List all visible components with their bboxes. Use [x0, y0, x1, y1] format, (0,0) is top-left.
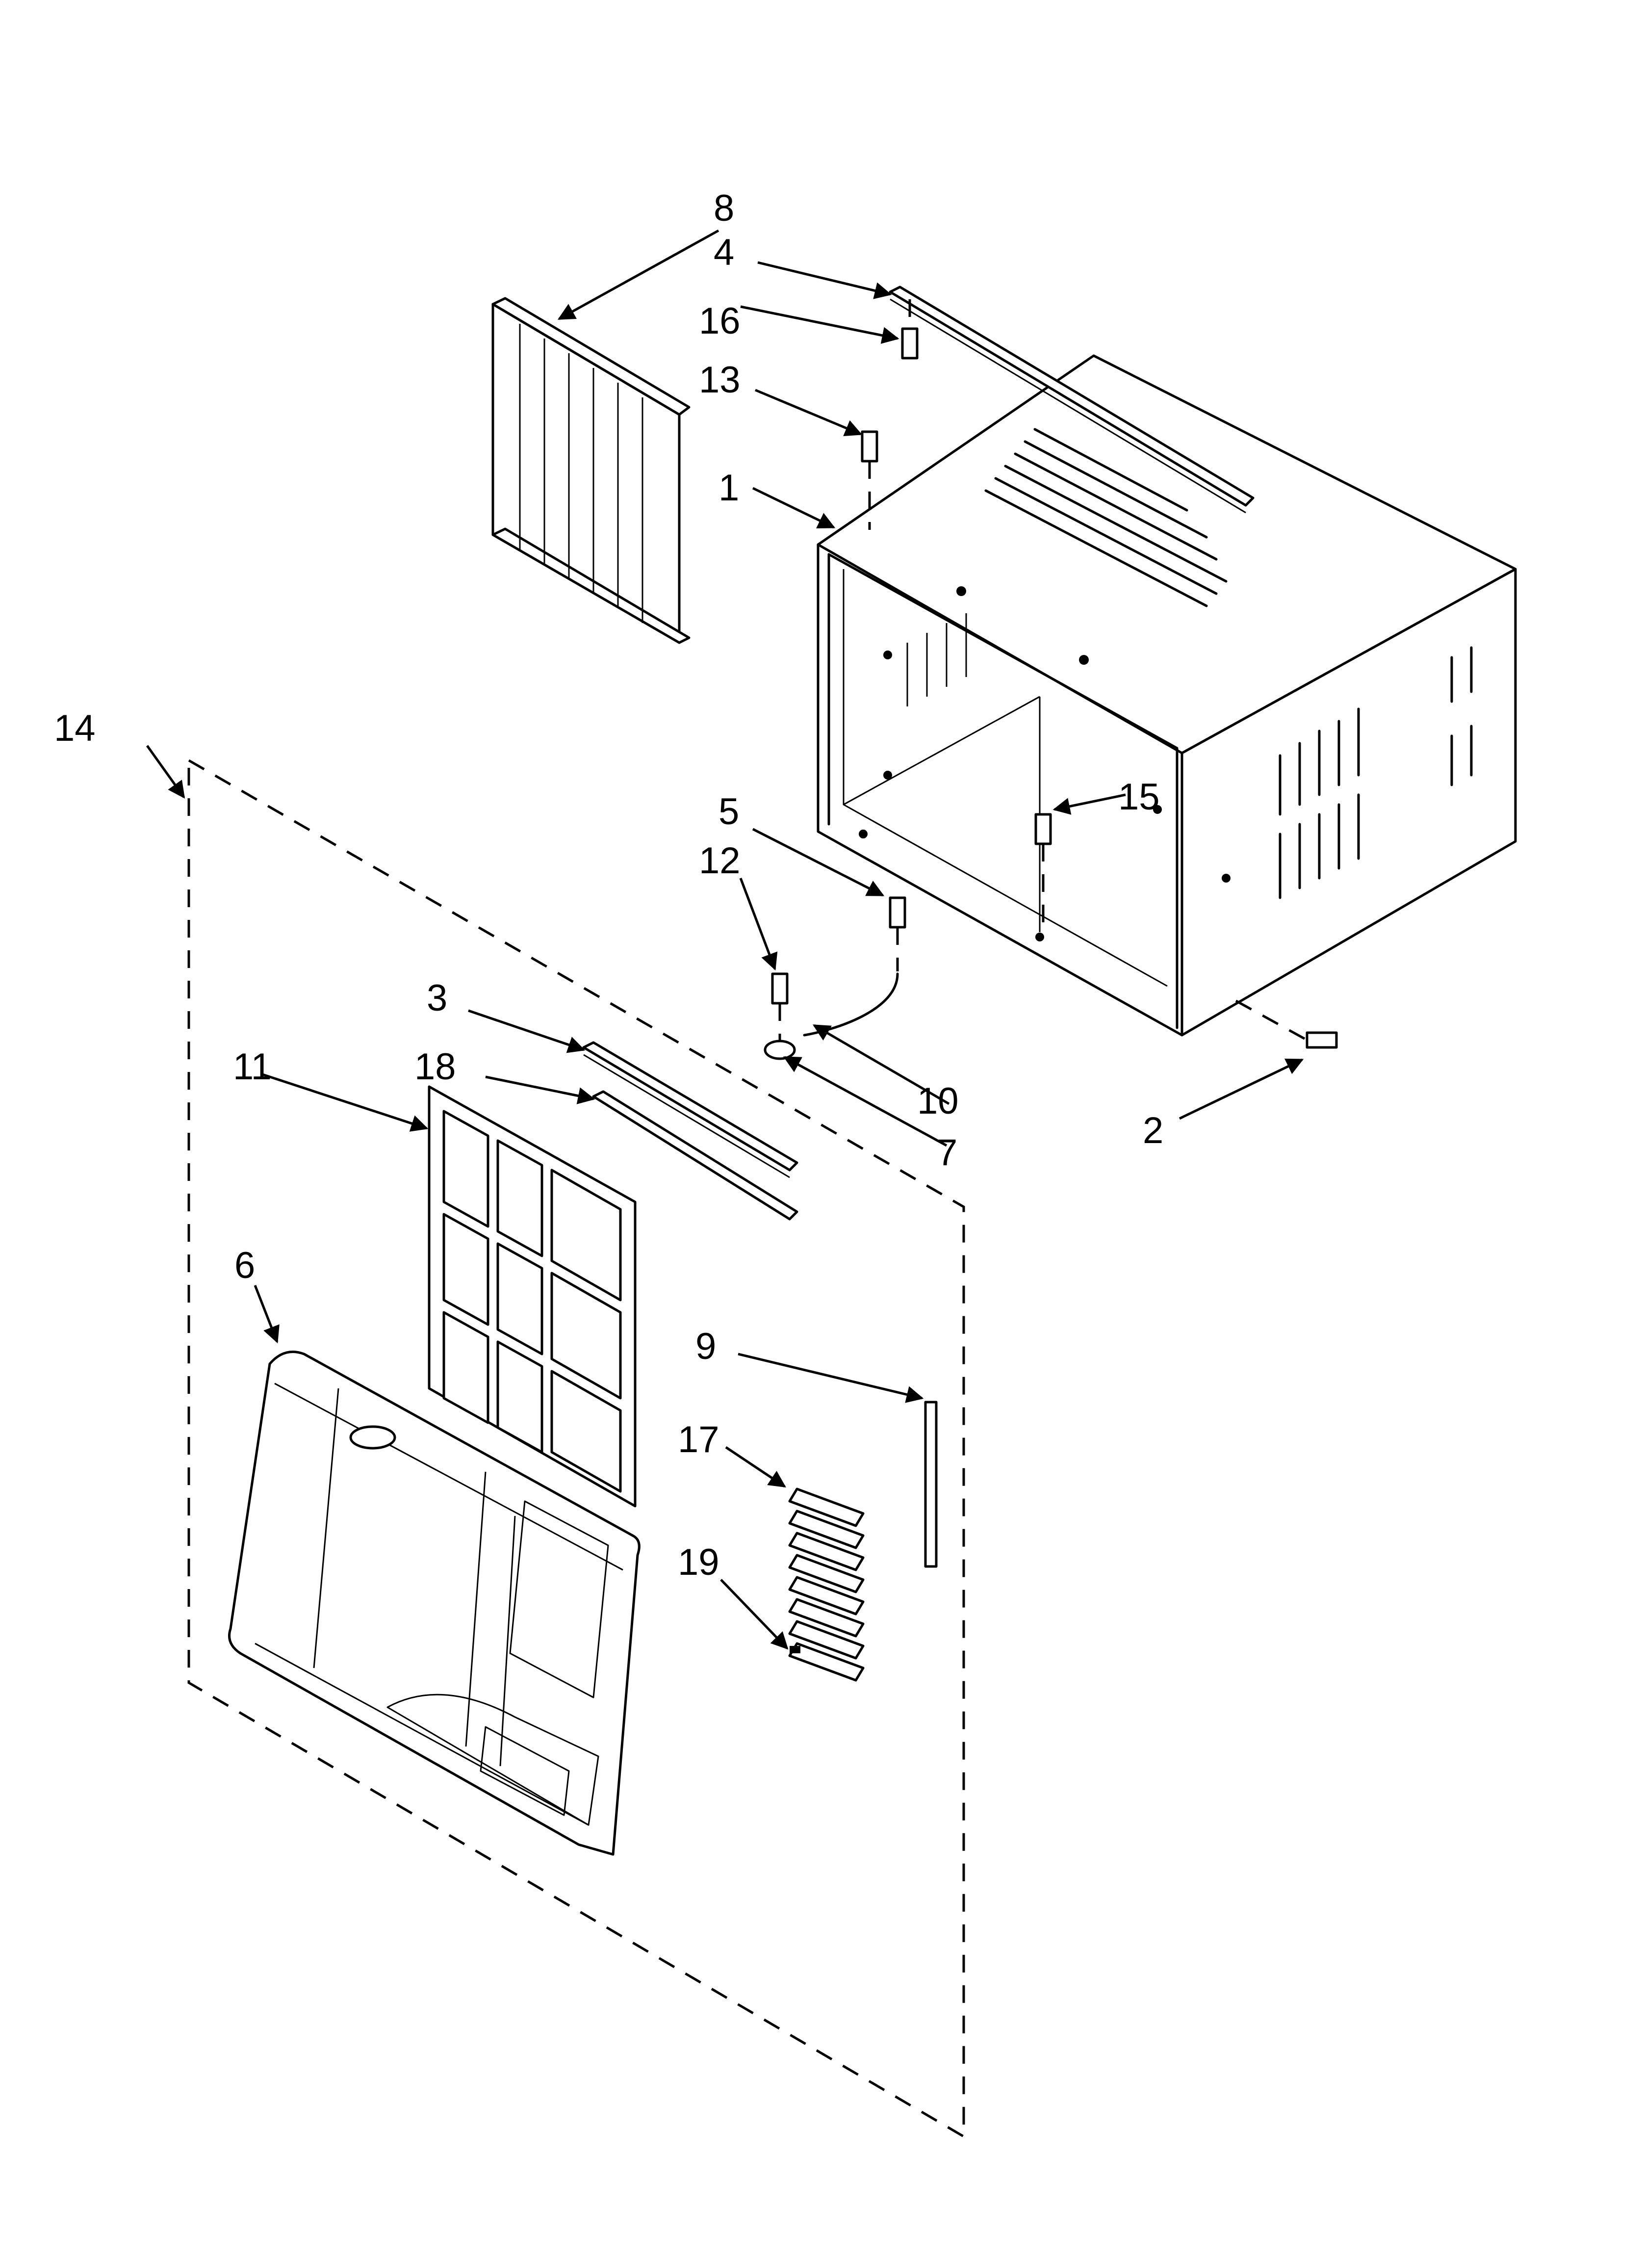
callout-9: 9	[695, 1326, 716, 1367]
callout-19: 19	[678, 1541, 719, 1583]
screw-2	[1235, 999, 1338, 1049]
leader-arrows	[146, 229, 1304, 1650]
callout-13: 13	[699, 359, 741, 401]
callout-17: 17	[678, 1419, 719, 1460]
callout-1: 1	[718, 467, 739, 509]
callout-4: 4	[714, 232, 734, 273]
side-curtain	[491, 297, 691, 644]
bracket-18	[592, 1090, 798, 1221]
screw-16	[901, 299, 919, 360]
callout-16: 16	[699, 300, 741, 342]
callout-7: 7	[937, 1132, 957, 1173]
callout-10: 10	[917, 1080, 959, 1122]
cabinet-wrapper	[817, 354, 1517, 1037]
callout-14: 14	[54, 707, 96, 749]
ground-wire	[803, 972, 899, 1037]
top-louvers	[984, 428, 1228, 607]
top-rail	[889, 286, 1255, 507]
callout-12: 12	[699, 840, 741, 882]
callout-labels: 8 4 16 13 1 14 5 15 12 3 18 11 10 2 7 6 …	[54, 187, 1163, 1583]
front-grille	[228, 1351, 641, 1856]
screw-5	[889, 896, 906, 971]
filter	[428, 1085, 637, 1508]
callout-2: 2	[1143, 1110, 1163, 1151]
callout-3: 3	[427, 977, 447, 1019]
callout-6: 6	[234, 1245, 255, 1286]
screw-15	[1034, 813, 1052, 932]
strip-9	[924, 1401, 938, 1568]
rail-3	[582, 1041, 798, 1172]
screw-13	[861, 430, 878, 530]
louver-blades	[788, 1487, 865, 1682]
callout-8: 8	[714, 187, 734, 229]
washer	[764, 1040, 796, 1060]
screw-12	[771, 972, 789, 1043]
side-louvers	[1279, 646, 1473, 899]
callout-5: 5	[718, 791, 739, 833]
callout-18: 18	[414, 1046, 456, 1088]
callout-11: 11	[233, 1046, 272, 1088]
callout-15: 15	[1118, 776, 1160, 818]
